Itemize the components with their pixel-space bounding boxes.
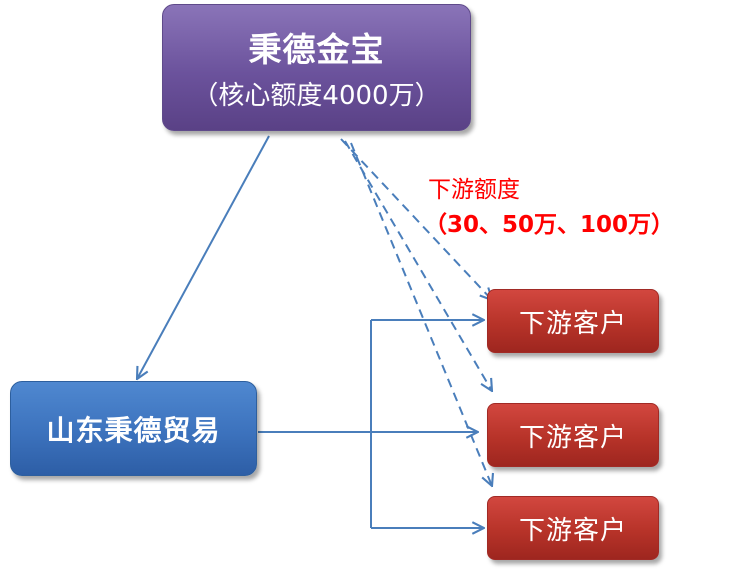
dashed-arrow-to-customer-2	[344, 140, 492, 391]
node-shandong-bingde-trade: 山东秉德贸易	[10, 381, 257, 476]
node-label: 下游客户	[518, 515, 627, 546]
node-customer-1: 下游客户	[487, 289, 659, 353]
node-label: 下游客户	[518, 308, 627, 339]
annotation-line-1: 下游额度	[428, 177, 520, 203]
node-label: 下游客户	[518, 422, 627, 453]
node-customer-3: 下游客户	[487, 496, 659, 560]
node-subtitle: （核心额度4000万）	[192, 81, 441, 111]
dashed-arrow-to-customer-3	[350, 142, 492, 486]
node-title: 秉德金宝	[248, 30, 385, 69]
dashed-arrow-to-customer-1	[340, 138, 492, 300]
annotation-line-2: （30、50万、100万）	[424, 212, 675, 238]
node-bingde-jinbao: 秉德金宝 （核心额度4000万）	[162, 4, 471, 131]
node-customer-2: 下游客户	[487, 403, 659, 467]
arrow-top-to-left	[137, 135, 270, 379]
node-title: 山东秉德贸易	[46, 413, 221, 447]
